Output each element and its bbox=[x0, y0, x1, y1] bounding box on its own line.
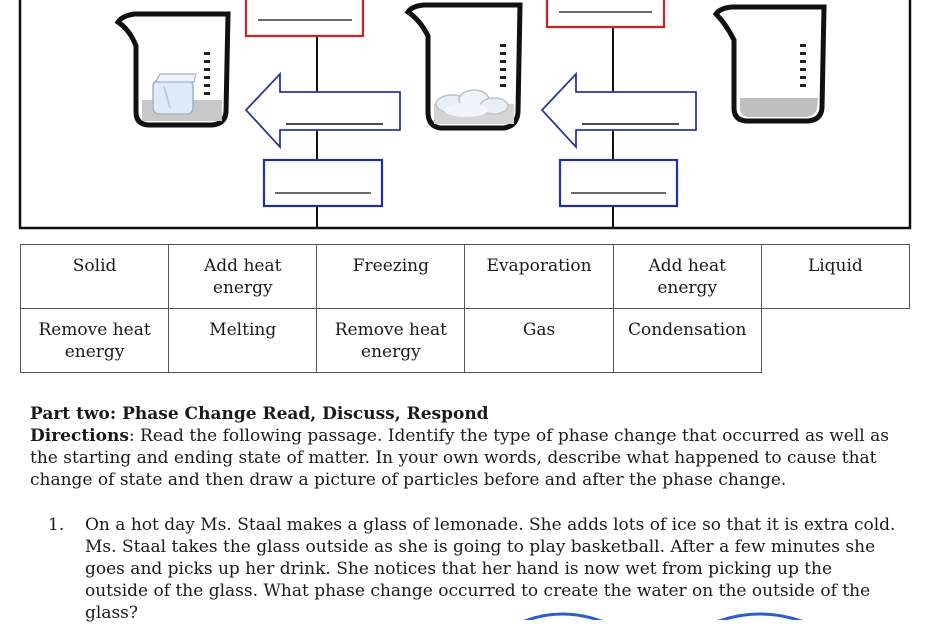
word-bank-cell: Evaporation bbox=[464, 244, 614, 309]
measurement-marks bbox=[204, 52, 210, 95]
directions-text: : Read the following passage. Identify t… bbox=[30, 426, 889, 490]
gas-beaker bbox=[404, 2, 523, 131]
word-bank-row: Solid Add heat energy Freezing Evaporati… bbox=[19, 244, 911, 309]
directions-label: Directions bbox=[30, 426, 129, 446]
question-text: On a hot day Ms. Staal makes a glass of … bbox=[85, 515, 896, 623]
ice-cube-icon bbox=[152, 73, 197, 115]
measurement-marks bbox=[500, 44, 506, 87]
directions-paragraph: Directions: Read the following passage. … bbox=[30, 425, 900, 491]
solid-beaker bbox=[114, 11, 231, 128]
word-bank-cell: Remove heat energy bbox=[316, 308, 466, 373]
word-bank-cell: Condensation bbox=[612, 308, 762, 373]
left-arrow-icon bbox=[244, 71, 401, 150]
answer-circles-partial bbox=[522, 612, 804, 620]
word-bank-cell: Gas bbox=[464, 308, 614, 373]
answer-circle-left[interactable] bbox=[522, 612, 604, 620]
measurement-marks bbox=[800, 44, 806, 87]
answer-box-top-left[interactable] bbox=[244, 0, 365, 38]
word-bank-cell: Liquid bbox=[760, 244, 911, 309]
word-bank-cell: Melting bbox=[168, 308, 318, 373]
answer-box-top-right[interactable] bbox=[545, 0, 666, 29]
diagram-frame bbox=[18, 0, 912, 230]
word-bank-row: Remove heat energy Melting Remove heat e… bbox=[19, 308, 910, 373]
question-number: 1. bbox=[48, 515, 65, 535]
word-bank-cell: Remove heat energy bbox=[19, 308, 170, 373]
part-two-section: Part two: Phase Change Read, Discuss, Re… bbox=[30, 403, 900, 491]
word-bank-cell: Add heat energy bbox=[612, 244, 762, 309]
word-bank-cell: Add heat energy bbox=[168, 244, 318, 309]
section-heading: Part two: Phase Change Read, Discuss, Re… bbox=[30, 404, 489, 424]
vapor-cloud-icon bbox=[435, 89, 509, 117]
word-bank-cell: Solid bbox=[19, 244, 170, 309]
word-bank-table: Solid Add heat energy Freezing Evaporati… bbox=[19, 244, 911, 373]
phase-change-diagram bbox=[18, 0, 912, 230]
word-bank-cell: Freezing bbox=[316, 244, 466, 309]
liquid-beaker bbox=[712, 4, 827, 124]
left-arrow-icon bbox=[540, 71, 697, 150]
answer-box-bottom-right[interactable] bbox=[558, 158, 679, 208]
answer-circle-right[interactable] bbox=[716, 612, 804, 620]
answer-box-bottom-left[interactable] bbox=[262, 158, 384, 208]
word-bank-cell-empty bbox=[760, 308, 910, 373]
